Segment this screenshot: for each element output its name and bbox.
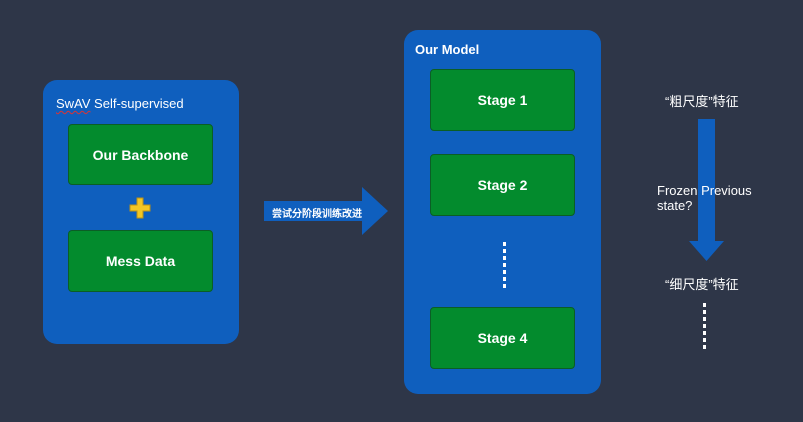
- vertical-dots-icon: [703, 303, 706, 352]
- plus-icon: [129, 197, 151, 219]
- frozen-question: Frozen Previous state?: [657, 183, 752, 213]
- our-backbone-label: Our Backbone: [92, 146, 189, 163]
- fine-scale-label: “细尺度”特征: [665, 277, 739, 292]
- coarse-scale-label: “粗尺度”特征: [665, 94, 739, 109]
- swav-prefix: SwAV: [56, 96, 91, 111]
- our-backbone-box: Our Backbone: [68, 124, 213, 185]
- mess-data-box: Mess Data: [68, 230, 213, 292]
- swav-title-rest: Self-supervised: [90, 96, 184, 111]
- stage-1-box: Stage 1: [430, 69, 575, 131]
- arrow-label: 尝试分阶段训练改进: [272, 209, 362, 220]
- swav-panel-title: SwAV Self-supervised: [56, 96, 184, 111]
- down-arrow-icon: [689, 119, 724, 261]
- swav-panel: SwAV Self-supervised Our Backbone Mess D…: [43, 80, 239, 344]
- stage-2-box: Stage 2: [430, 154, 575, 216]
- right-arrow-icon: [264, 187, 388, 235]
- vertical-dots-icon: [503, 242, 506, 291]
- mess-data-label: Mess Data: [105, 253, 176, 269]
- our-model-title: Our Model: [415, 42, 480, 57]
- stage-4-label: Stage 4: [477, 330, 528, 346]
- stage-4-box: Stage 4: [430, 307, 575, 369]
- our-model-panel: Our Model Stage 1 Stage 2 Stage 4: [404, 30, 601, 394]
- stage-1-label: Stage 1: [477, 92, 528, 108]
- stage-2-label: Stage 2: [477, 177, 528, 193]
